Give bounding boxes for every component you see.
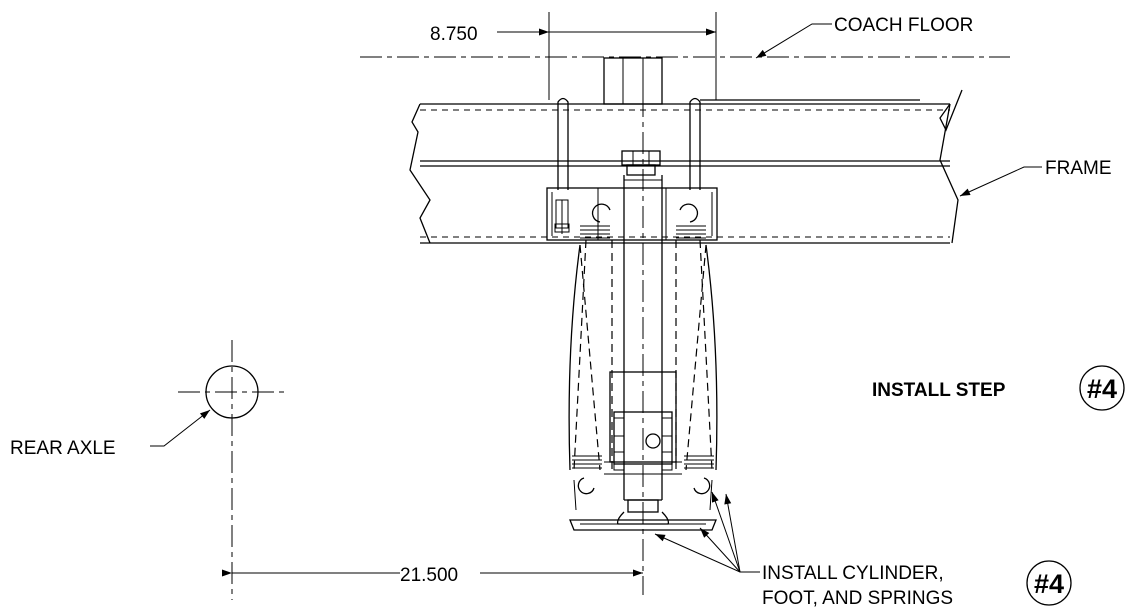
cylinder-head (621, 150, 661, 176)
rear-axle-label: REAR AXLE (10, 438, 116, 459)
rear-axle-symbol (178, 340, 286, 600)
dimension-label-bottom: 21.500 (400, 565, 458, 586)
install-step-label: INSTALL STEP (872, 380, 1006, 401)
u-bolts (557, 97, 701, 190)
top-mount-pad (603, 57, 663, 105)
install-step-callout: INSTALL STEP #4 (872, 365, 1125, 411)
mounting-bracket (546, 187, 718, 241)
install-cylinder-line1: INSTALL CYLINDER, (762, 563, 944, 584)
install-cylinder-callout: INSTALL CYLINDER, FOOT, AND SPRINGS #4 (654, 491, 1072, 609)
install-cylinder-line2: FOOT, AND SPRINGS (762, 588, 953, 609)
frame-label: FRAME (1045, 158, 1112, 179)
dimension-21500: 21.500 (222, 565, 643, 586)
rear-axle-callout: REAR AXLE (10, 409, 211, 459)
dimension-label-top: 8.750 (430, 24, 478, 45)
coach-floor-callout: COACH FLOOR (755, 15, 973, 59)
frame-callout: FRAME (959, 158, 1112, 197)
jack-foot (569, 511, 717, 531)
step-badge-a-text: #4 (1087, 374, 1117, 404)
step-badge-b-text: #4 (1034, 569, 1064, 599)
frame-rail (409, 89, 963, 244)
springs (568, 225, 718, 511)
step-badge-b-circle (1026, 560, 1072, 606)
dimension-8750: 8.750 (430, 12, 717, 100)
step-badge-a-circle (1079, 365, 1125, 411)
coach-floor-label: COACH FLOOR (834, 15, 973, 36)
